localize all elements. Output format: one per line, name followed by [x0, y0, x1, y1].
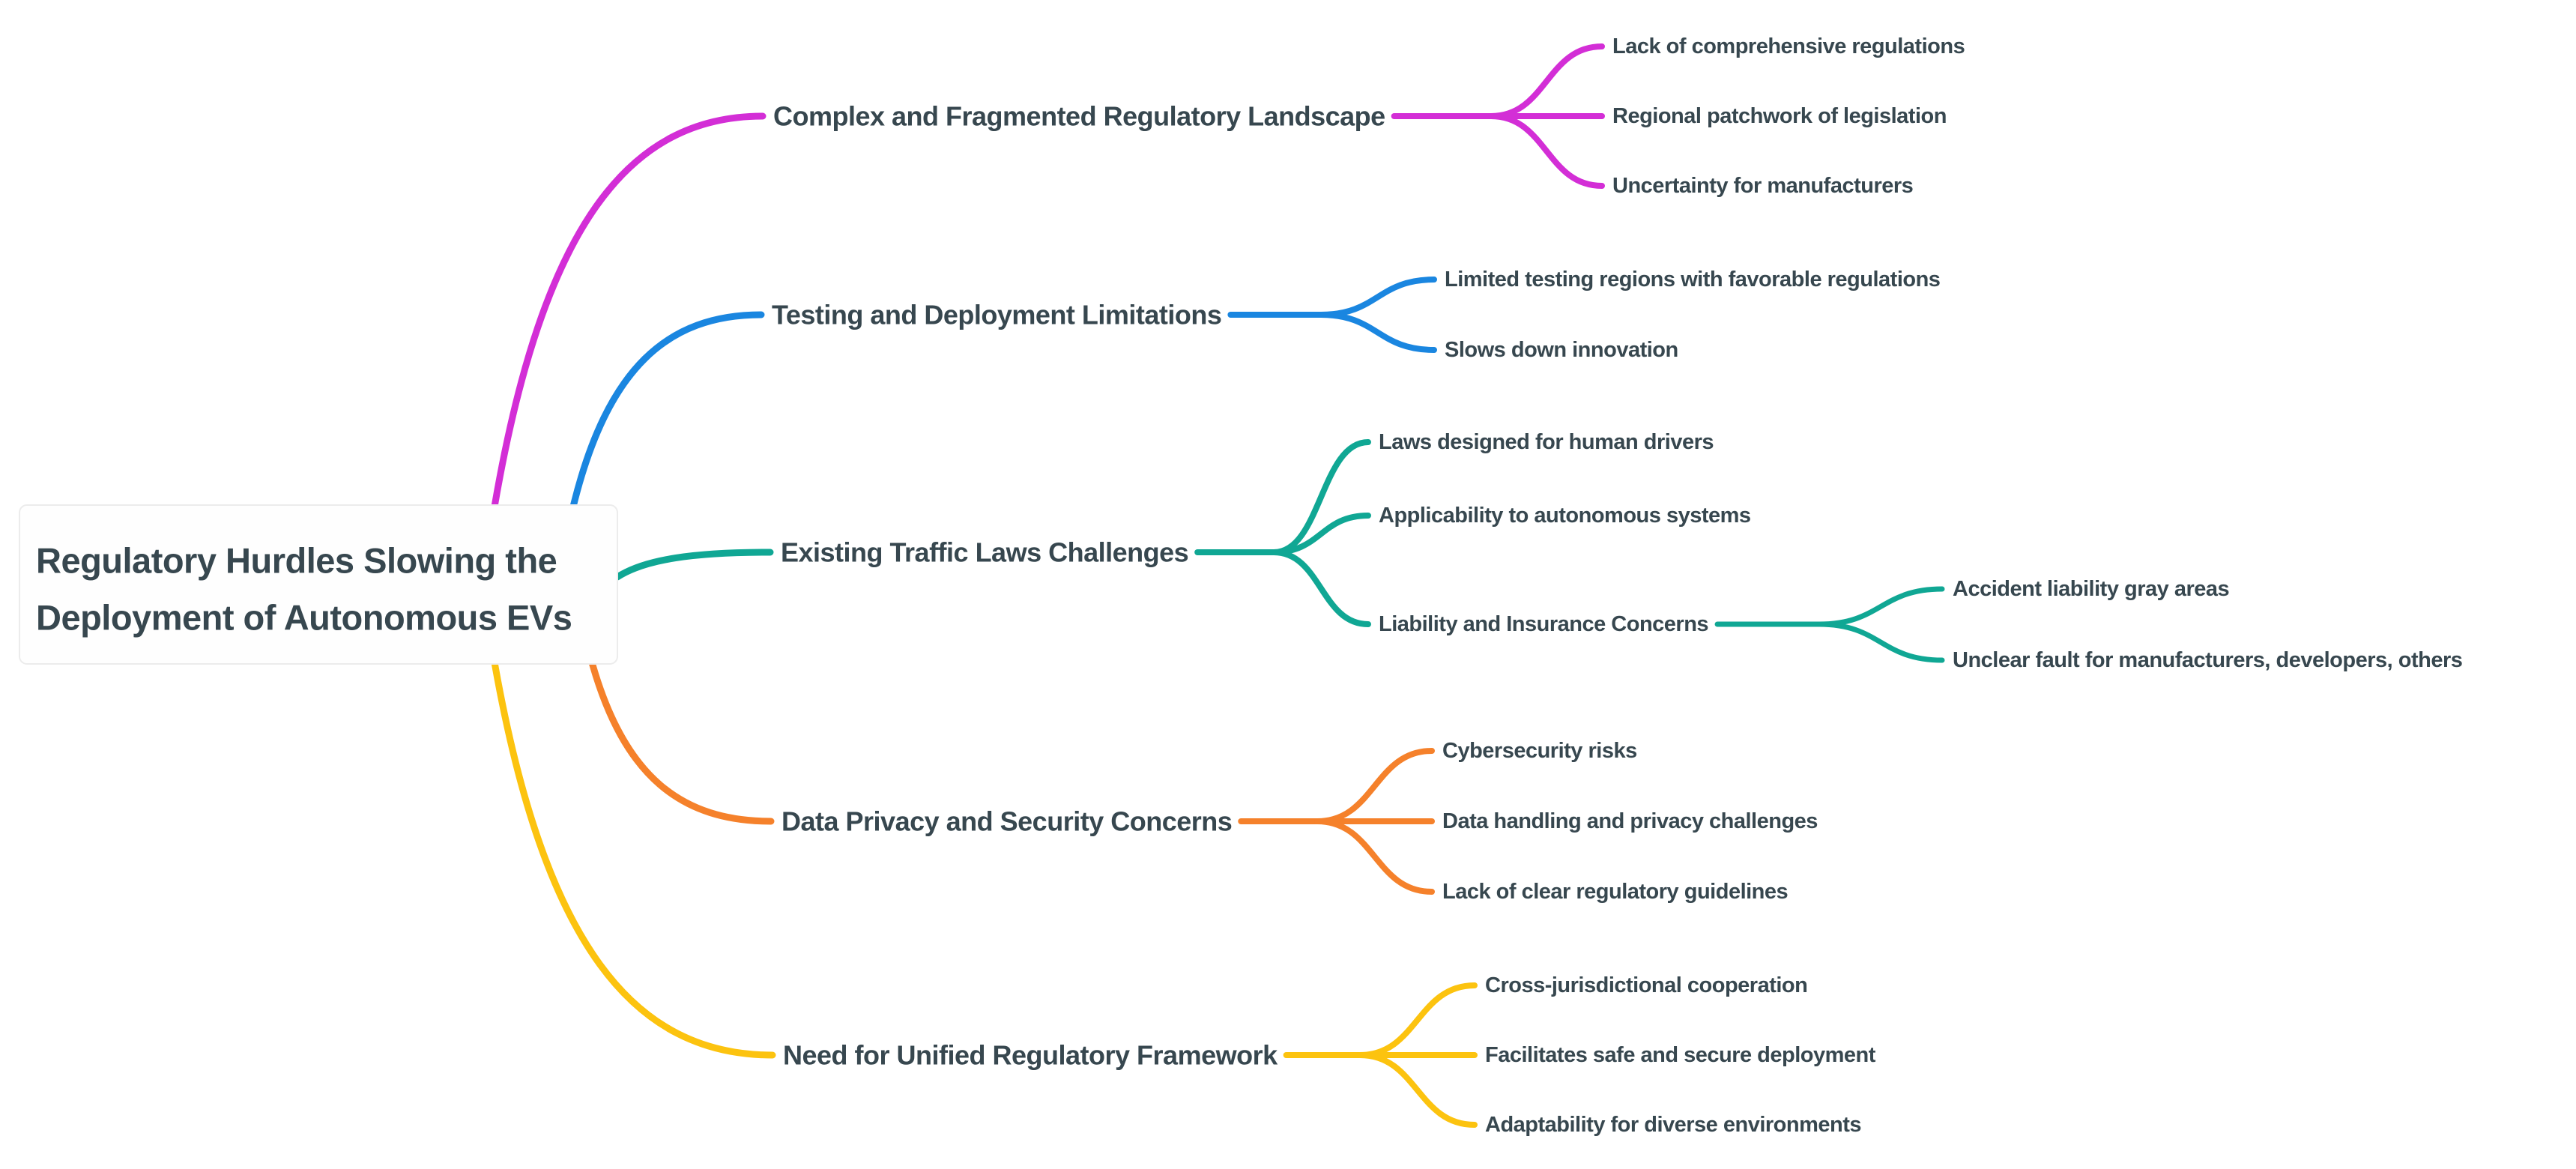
- edge-branch-1-to-child-3: [1488, 113, 1605, 189]
- edge-branch-5-to-child-1: [1357, 982, 1478, 1058]
- root-node-title-line2[interactable]: Deployment of Autonomous EVs: [36, 598, 572, 638]
- branch-5-child-1-label[interactable]: Cross-jurisdictional cooperation: [1485, 973, 1808, 997]
- branch-1-label[interactable]: Complex and Fragmented Regulatory Landsc…: [773, 101, 1385, 132]
- labels-layer: Regulatory Hurdles Slowing theDeployment…: [19, 34, 2463, 1137]
- edge-root-to-branch-1: [491, 112, 767, 510]
- branch-1-child-1-label[interactable]: Lack of comprehensive regulations: [1612, 34, 1965, 58]
- edge-branch-2-to-child-2: [1318, 312, 1437, 353]
- edge-branch-4-to-child-1: [1314, 748, 1435, 824]
- branch-4-child-1-label[interactable]: Cybersecurity risks: [1442, 739, 1637, 763]
- branch-4-child-2-label[interactable]: Data handling and privacy challenges: [1442, 809, 1818, 833]
- edge-root-to-branch-3: [614, 549, 774, 581]
- root-node-title-line1[interactable]: Regulatory Hurdles Slowing the: [36, 541, 557, 581]
- edge-branch-3-child-3-to-child-1: [1816, 586, 1945, 627]
- edge-root-to-branch-2: [569, 311, 765, 510]
- edge-branch-5-to-child-3: [1357, 1052, 1478, 1128]
- branch-5-child-3-label[interactable]: Adaptability for diverse environments: [1485, 1113, 1862, 1137]
- branch-2-child-1-label[interactable]: Limited testing regions with favorable r…: [1445, 268, 1941, 292]
- edge-branch-3-to-child-3: [1271, 549, 1371, 627]
- branch-3-child-3-child-2-label[interactable]: Unclear fault for manufacturers, develop…: [1953, 648, 2463, 672]
- edge-root-to-branch-4: [588, 659, 775, 825]
- edge-branch-3-child-3-to-child-2: [1816, 621, 1945, 663]
- branch-5-child-2-label[interactable]: Facilitates safe and secure deployment: [1485, 1043, 1876, 1067]
- branch-4-label[interactable]: Data Privacy and Security Concerns: [781, 806, 1233, 837]
- branch-3-child-3-label[interactable]: Liability and Insurance Concerns: [1379, 612, 1709, 636]
- branch-3-child-3-child-1-label[interactable]: Accident liability gray areas: [1953, 577, 2230, 601]
- root-node-card: [19, 504, 618, 665]
- branch-1-child-3-label[interactable]: Uncertainty for manufacturers: [1612, 174, 1914, 198]
- edges-layer: [491, 43, 1945, 1128]
- branch-2-child-2-label[interactable]: Slows down innovation: [1445, 338, 1678, 362]
- branch-5-label[interactable]: Need for Unified Regulatory Framework: [783, 1040, 1279, 1071]
- edge-branch-1-to-child-1: [1488, 43, 1605, 119]
- edge-branch-4-to-child-3: [1314, 818, 1435, 895]
- edge-branch-3-to-child-1: [1271, 439, 1371, 555]
- branch-2-label[interactable]: Testing and Deployment Limitations: [772, 300, 1222, 330]
- branch-3-child-2-label[interactable]: Applicability to autonomous systems: [1379, 504, 1751, 528]
- branch-1-child-2-label[interactable]: Regional patchwork of legislation: [1612, 104, 1947, 128]
- branch-3-label[interactable]: Existing Traffic Laws Challenges: [781, 537, 1189, 568]
- edge-branch-2-to-child-1: [1318, 277, 1437, 318]
- branch-4-child-3-label[interactable]: Lack of clear regulatory guidelines: [1442, 880, 1789, 904]
- edge-branch-3-to-child-2: [1271, 513, 1371, 555]
- edge-root-to-branch-5: [491, 659, 776, 1059]
- branch-3-child-1-label[interactable]: Laws designed for human drivers: [1379, 430, 1714, 454]
